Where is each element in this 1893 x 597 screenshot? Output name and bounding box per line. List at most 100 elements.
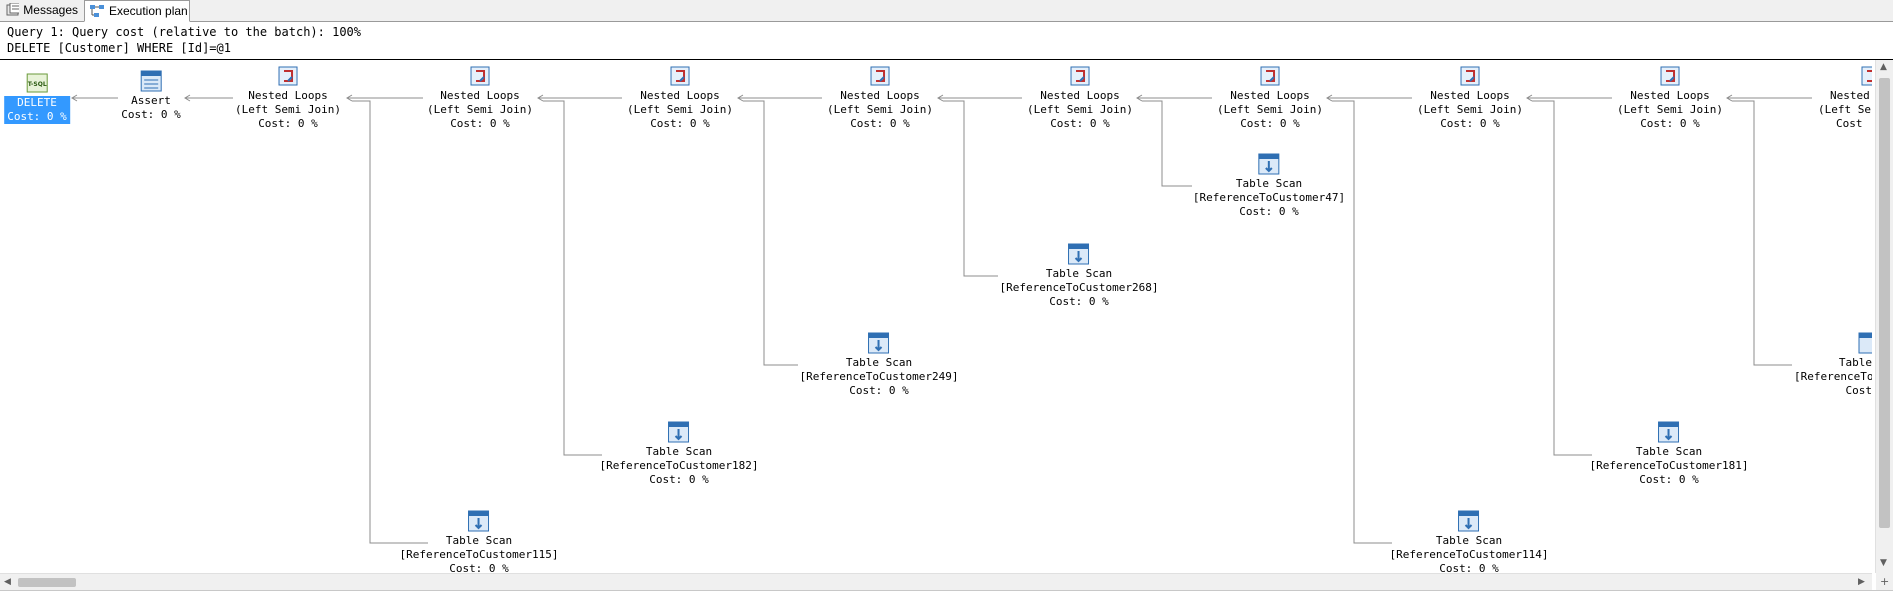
tsql-icon: T-SQL (26, 73, 48, 93)
nested-loops-node[interactable]: Nested Loops (Left Semi Join) Cost: 0 % (827, 65, 933, 131)
nested-loops-cost: Cost: 0 % (650, 117, 710, 130)
query-header: Query 1: Query cost (relative to the bat… (0, 22, 1893, 60)
table-scan-icon (468, 510, 490, 532)
table-scan-label: Table Scan (1235, 177, 1303, 190)
table-scan-node[interactable]: Table Scan [ReferenceToCustomer268] Cost… (1000, 243, 1158, 309)
nested-loops-node[interactable]: Nested Loops (Left Semi Join) Cost: 0 % (1617, 65, 1723, 131)
nested-loops-icon (1070, 66, 1090, 86)
nested-loops-cost: Cost: 0 % (1240, 117, 1300, 130)
plan-connector-lines (71, 94, 1812, 544)
nested-loops-node[interactable]: Nested Loops (Left Semi Join) Cost: 0 % (235, 65, 341, 131)
nested-loops-icon (870, 66, 890, 86)
table-scan-cost: Cost: 0 % (849, 384, 909, 397)
tab-execution-plan[interactable]: Execution plan (84, 0, 190, 22)
assert-label: Assert (131, 94, 171, 107)
tab-messages[interactable]: Messages (2, 0, 78, 20)
table-scan-label: Table Scan (1045, 267, 1113, 280)
nested-loops-join-type: (Left Se (1818, 103, 1871, 116)
nested-loops-join-type: (Left Semi Join) (235, 103, 341, 116)
assert-cost: Cost: 0 % (121, 108, 181, 121)
delete-label: DELETE (4, 96, 70, 110)
scrollbar-corner: + (1876, 573, 1893, 590)
table-scan-object: [ReferenceToCustomer115] (399, 548, 559, 561)
table-scan-node[interactable]: Table Scan [ReferenceToCustomer47] Cost:… (1193, 153, 1345, 219)
nested-loops-label: Nested Loops (640, 89, 720, 102)
delete-cost: Cost: 0 % (4, 110, 70, 124)
nested-loops-cost: Cost: 0 % (1050, 117, 1110, 130)
assert-icon (140, 70, 162, 92)
table-scan-node[interactable]: Table Scan [ReferenceToCustomer114] Cost… (1389, 510, 1549, 573)
scroll-right-icon[interactable]: ▶ (1858, 577, 1865, 587)
table-scan-label: Table Scan (1635, 445, 1703, 458)
nested-loops-icon (1260, 66, 1280, 86)
table-scan-object: [ReferenceToCustomer47] (1192, 191, 1346, 204)
table-scan-cost: Cost: 0 % (449, 562, 509, 573)
nested-loops-icon (1861, 66, 1872, 86)
nested-loops-icon (1460, 66, 1480, 86)
table-scan-label: Table Scan (1435, 534, 1503, 547)
nested-loops-label: Nested Loops (1040, 89, 1120, 102)
nested-loops-cost: Cost: 0 % (450, 117, 510, 130)
table-scan-label: Table Scan (845, 356, 913, 369)
scroll-up-icon[interactable]: ▲ (1880, 62, 1887, 72)
nested-loops-icon (1660, 66, 1680, 86)
nested-loops-label: Nested (1830, 89, 1870, 102)
table-scan-object: [ReferenceToCustomer249] (799, 370, 959, 383)
table-scan-icon (1458, 510, 1480, 532)
scroll-left-icon[interactable]: ◀ (4, 577, 11, 587)
nested-loops-join-type: (Left Semi Join) (827, 103, 933, 116)
table-scan-cost: Cost: 0 % (649, 473, 709, 486)
table-scan-label: Table (1838, 356, 1872, 369)
vertical-scrollbar[interactable]: ▲ ▼ (1875, 60, 1893, 573)
nested-loops-node[interactable]: Nested Loops (Left Semi Join) Cost: 0 % (1027, 65, 1133, 131)
table-scan-icon (1068, 243, 1090, 265)
table-scan-node[interactable]: Table Scan [ReferenceToCustomer115] Cost… (399, 510, 559, 573)
nested-loops-label: Nested Loops (440, 89, 520, 102)
svg-text:T-SQL: T-SQL (28, 81, 47, 88)
table-scan-icon (868, 332, 890, 354)
table-scan-node[interactable]: Table Scan [ReferenceToCustomer249] Cost… (799, 332, 959, 398)
table-scan-cost: Cost: 0 % (1239, 205, 1299, 218)
nested-loops-node[interactable]: Nested Loops (Left Semi Join) Cost: 0 % (627, 65, 733, 131)
query-cost-text: Query 1: Query cost (relative to the bat… (7, 25, 362, 39)
table-scan-cost: Cost: 0 % (1639, 473, 1699, 486)
table-scan-node[interactable]: Table Scan [ReferenceToCustomer182] Cost… (599, 421, 759, 487)
execution-plan-canvas[interactable]: T-SQL DELETE Cost: 0 % Assert Cost: 0 % … (0, 60, 1872, 573)
table-scan-node[interactable]: Table [ReferenceToC Cost (1794, 332, 1872, 398)
table-scan-label: Table Scan (445, 534, 513, 547)
nested-loops-node[interactable]: Nested Loops (Left Semi Join) Cost: 0 % (1417, 65, 1523, 131)
nested-loops-node[interactable]: Nested (Left Se Cost (1818, 65, 1872, 131)
horizontal-scroll-thumb[interactable] (18, 578, 76, 587)
horizontal-scrollbar[interactable]: ◀ ▶ (0, 573, 1872, 591)
tab-execution-plan-label: Execution plan (109, 4, 188, 18)
table-scan-cost: Cost: 0 % (1439, 562, 1499, 573)
nested-loops-label: Nested Loops (1230, 89, 1310, 102)
nested-loops-label: Nested Loops (248, 89, 328, 102)
nested-loops-icon (278, 66, 298, 86)
nested-loops-icon (470, 66, 490, 86)
table-scan-icon (1658, 421, 1680, 443)
nested-loops-join-type: (Left Semi Join) (1417, 103, 1523, 116)
bottom-border (0, 590, 1893, 597)
delete-node[interactable]: T-SQL DELETE Cost: 0 % (4, 72, 70, 124)
nested-loops-node[interactable]: Nested Loops (Left Semi Join) Cost: 0 % (427, 65, 533, 131)
nested-loops-icon (670, 66, 690, 86)
nested-loops-cost: Cost: 0 % (1440, 117, 1500, 130)
table-scan-object: [ReferenceToCustomer182] (599, 459, 759, 472)
zoom-plus-icon[interactable]: + (1880, 575, 1890, 588)
nested-loops-label: Nested Loops (1430, 89, 1510, 102)
nested-loops-join-type: (Left Semi Join) (1217, 103, 1323, 116)
query-statement-text: DELETE [Customer] WHERE [Id]=@1 (7, 41, 231, 55)
table-scan-object: [ReferenceToCustomer114] (1389, 548, 1549, 561)
table-scan-object: [ReferenceToCustomer181] (1589, 459, 1749, 472)
scroll-down-icon[interactable]: ▼ (1880, 558, 1887, 568)
assert-node[interactable]: Assert Cost: 0 % (121, 70, 181, 122)
nested-loops-cost: Cost: 0 % (1640, 117, 1700, 130)
table-scan-node[interactable]: Table Scan [ReferenceToCustomer181] Cost… (1589, 421, 1749, 487)
nested-loops-join-type: (Left Semi Join) (627, 103, 733, 116)
nested-loops-node[interactable]: Nested Loops (Left Semi Join) Cost: 0 % (1217, 65, 1323, 131)
messages-icon (6, 3, 20, 16)
vertical-scroll-thumb[interactable] (1879, 78, 1890, 528)
nested-loops-cost: Cost (1836, 117, 1863, 130)
table-scan-label: Table Scan (645, 445, 713, 458)
